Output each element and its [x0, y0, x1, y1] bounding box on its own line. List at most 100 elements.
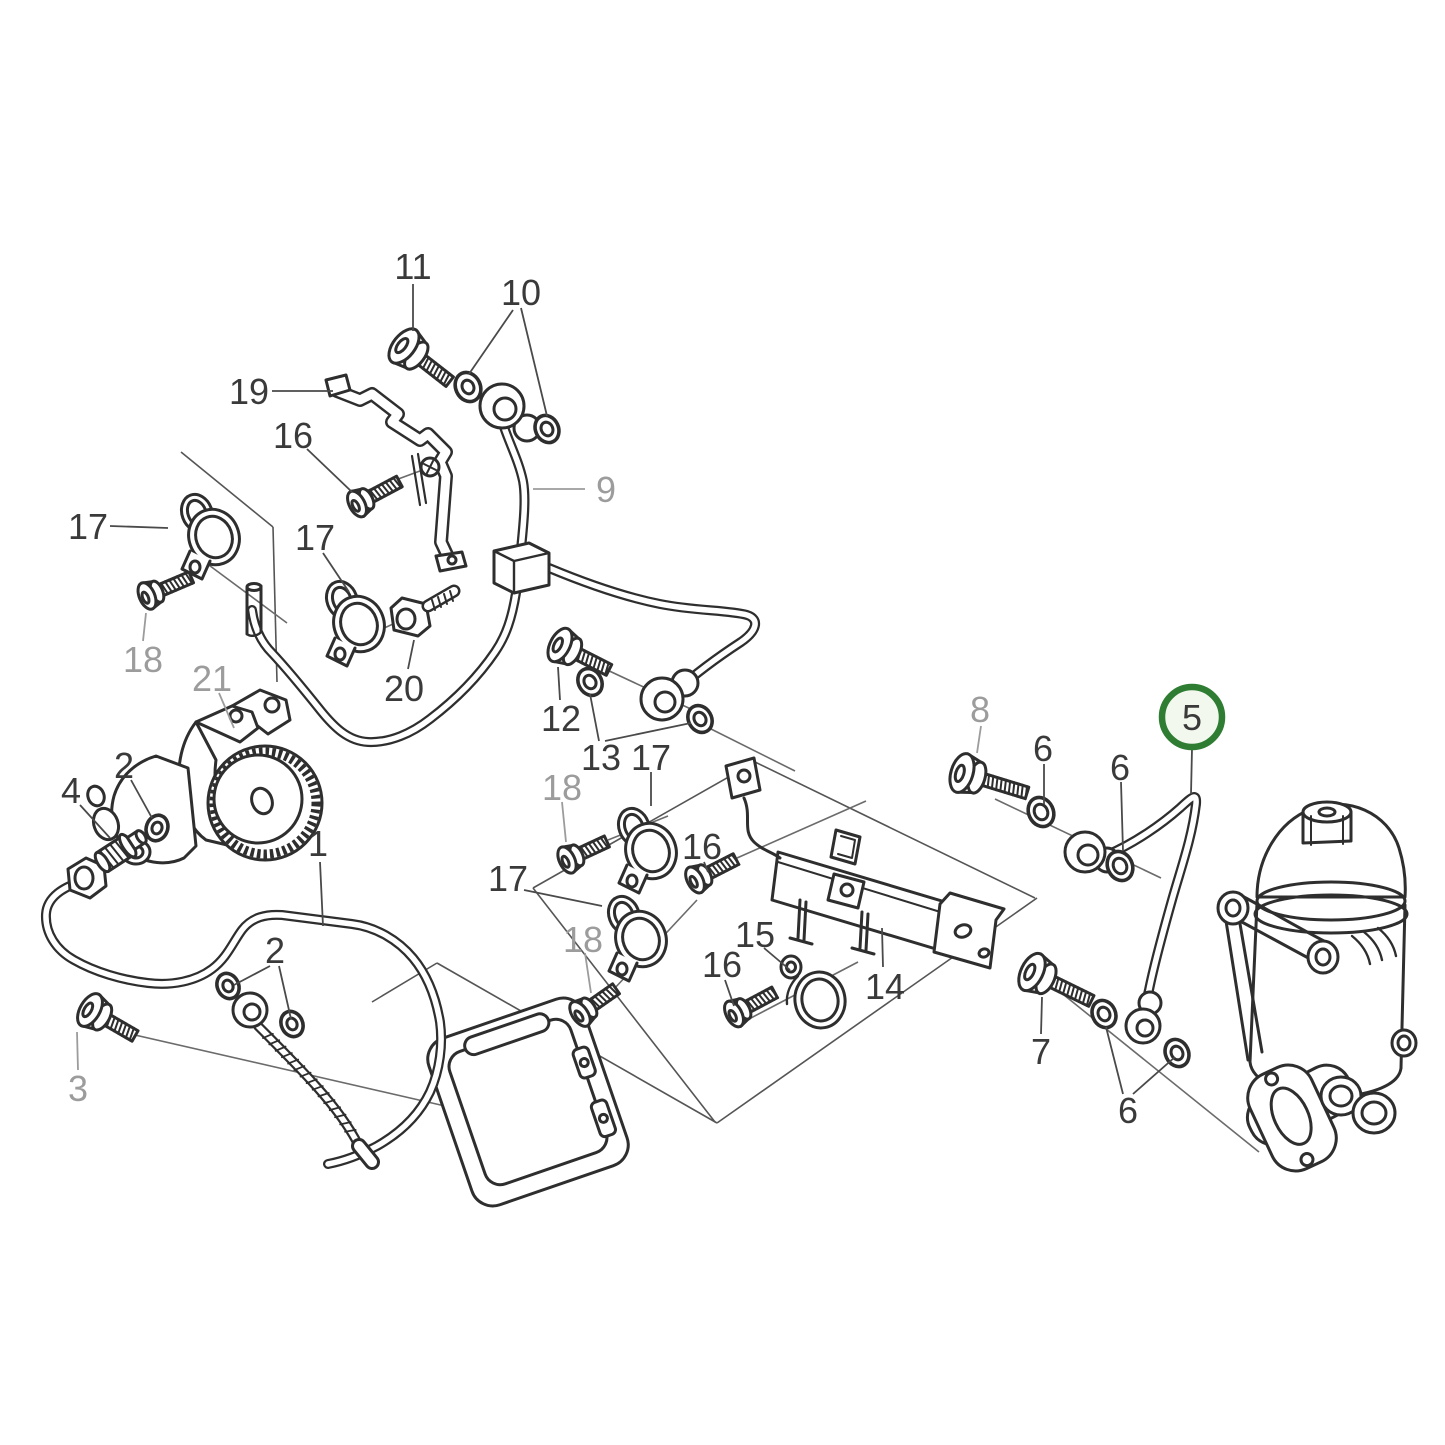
- pipe-5: [1063, 792, 1202, 1045]
- callout-9[interactable]: 9: [533, 469, 616, 510]
- callout-number: 17: [68, 506, 108, 547]
- callout-number: 4: [61, 770, 81, 811]
- callout-7[interactable]: 7: [1031, 996, 1051, 1072]
- shield-plate: [426, 996, 630, 1208]
- washer: [576, 666, 604, 698]
- pipe-clamp-17: [616, 806, 678, 895]
- callout-6[interactable]: 6: [1033, 728, 1053, 804]
- washer: [1163, 1037, 1191, 1069]
- pipe-clamps: [179, 492, 678, 983]
- callout-19[interactable]: 19: [229, 371, 333, 412]
- callout-13[interactable]: 13: [581, 693, 692, 778]
- highlight-ring: [1158, 683, 1226, 751]
- pipe-clamp-17: [179, 492, 241, 581]
- callout-number: 6: [1110, 747, 1130, 788]
- callout-18[interactable]: 18: [123, 612, 163, 680]
- callout-number: 20: [384, 668, 424, 709]
- callout-6[interactable]: 6: [1110, 747, 1130, 852]
- callout-number: 19: [229, 371, 269, 412]
- callout-number: 9: [596, 469, 616, 510]
- stud-pin: [245, 582, 263, 637]
- callout-10[interactable]: 10: [468, 272, 548, 417]
- callout-number: 13: [581, 737, 621, 778]
- callout-20[interactable]: 20: [384, 639, 424, 709]
- callout-14[interactable]: 14: [865, 927, 905, 1007]
- callout-8[interactable]: 8: [970, 689, 990, 754]
- bolt: [136, 570, 196, 611]
- washer: [279, 1009, 305, 1039]
- callout-5-highlighted[interactable]: 5: [1158, 683, 1226, 795]
- washer: [686, 703, 714, 735]
- washer: [453, 370, 483, 404]
- callout-number: 14: [865, 966, 905, 1007]
- callout-16[interactable]: 16: [273, 415, 353, 493]
- callout-number: 17: [488, 858, 528, 899]
- oil-filter-housing: [1216, 800, 1418, 1173]
- callout-number: 11: [394, 246, 431, 287]
- callout-number: 8: [970, 689, 990, 730]
- callout-16[interactable]: 16: [702, 944, 742, 1007]
- pipe-9: [247, 382, 761, 748]
- callout-number: 16: [702, 944, 742, 985]
- callout-number: 16: [682, 826, 722, 867]
- hose-wrap: [262, 1032, 357, 1133]
- callout-number: 17: [631, 737, 671, 778]
- callout-number: 18: [542, 767, 582, 808]
- callout-number: 10: [501, 272, 541, 313]
- callout-17[interactable]: 17: [68, 506, 169, 547]
- callout-3[interactable]: 3: [68, 1031, 88, 1109]
- washer: [144, 813, 170, 843]
- washer: [1090, 998, 1118, 1030]
- callout-17[interactable]: 17: [631, 737, 671, 806]
- callout-number: 16: [273, 415, 313, 456]
- washer: [1026, 795, 1056, 829]
- callout-16[interactable]: 16: [682, 826, 722, 873]
- bolt: [684, 852, 741, 895]
- callout-2[interactable]: 2: [114, 745, 153, 819]
- callout-17[interactable]: 17: [488, 858, 603, 907]
- pipe-clamp-17: [606, 894, 668, 983]
- washer: [1105, 849, 1135, 883]
- bracket-19: [324, 373, 468, 573]
- callout-number: 5: [1182, 697, 1202, 738]
- callout-number: 12: [541, 698, 581, 739]
- callout-number: 15: [735, 914, 775, 955]
- callout-number: 21: [192, 658, 232, 699]
- callout-12[interactable]: 12: [541, 666, 581, 739]
- washer: [533, 413, 561, 445]
- pipe-1: [40, 856, 447, 1170]
- callout-11[interactable]: 11: [394, 246, 432, 331]
- washers: [144, 370, 1191, 1069]
- callout-18[interactable]: 18: [563, 919, 603, 994]
- bolt: [546, 626, 614, 677]
- callout-number: 7: [1031, 1031, 1051, 1072]
- callout-number: 3: [68, 1068, 88, 1109]
- bolt: [346, 474, 404, 519]
- callout-number: 2: [265, 930, 285, 971]
- bracket-14: [724, 756, 1006, 970]
- bolt: [723, 985, 780, 1029]
- callout-2[interactable]: 2: [233, 930, 292, 1020]
- pipe-1-nut: [66, 856, 108, 900]
- pipe-clamp-17: [324, 579, 386, 668]
- callout-number: 6: [1033, 728, 1053, 769]
- callout-number: 18: [123, 639, 163, 680]
- bolt: [568, 982, 621, 1028]
- callout-15[interactable]: 15: [735, 914, 791, 971]
- callout-18[interactable]: 18: [542, 767, 582, 843]
- callout-4[interactable]: 4: [61, 770, 111, 839]
- callout-1[interactable]: 1: [308, 823, 328, 927]
- fitting-4: [93, 829, 148, 874]
- callout-number: 18: [563, 919, 603, 960]
- bolt: [1017, 951, 1096, 1008]
- callout-number: 2: [114, 745, 134, 786]
- callout-6[interactable]: 6: [1105, 1026, 1176, 1131]
- callout-17[interactable]: 17: [295, 517, 350, 593]
- callout-number: 1: [308, 823, 328, 864]
- callout-21[interactable]: 21: [192, 658, 235, 729]
- callout-number: 17: [295, 517, 335, 558]
- washer: [215, 971, 241, 1001]
